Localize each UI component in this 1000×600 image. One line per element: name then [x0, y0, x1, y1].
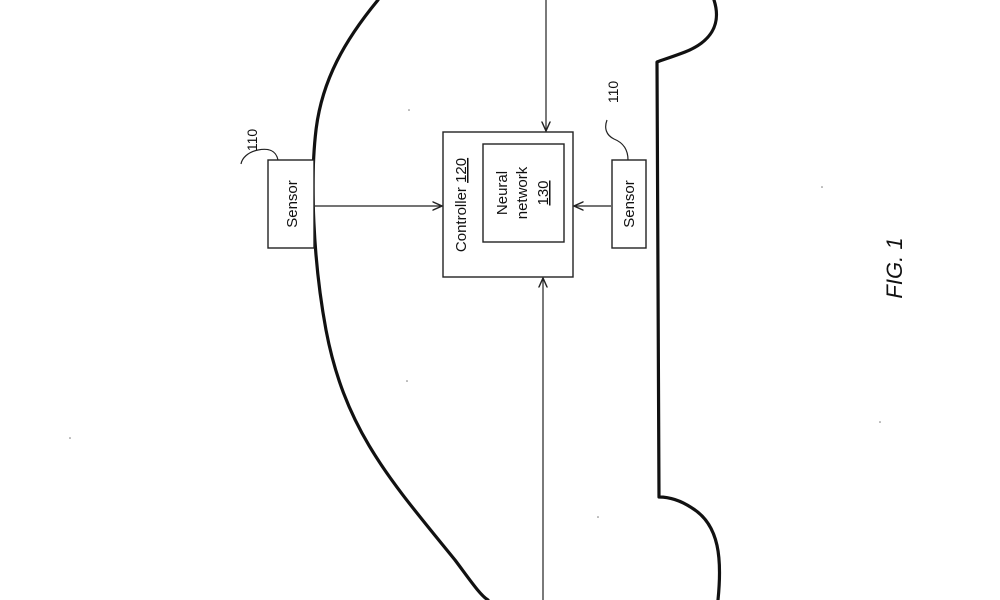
controller-label: Controller 120: [453, 158, 470, 252]
sensor-right-ref: 110: [605, 81, 621, 104]
sensor-right-leader: [606, 120, 628, 160]
sensor-right: Sensor 110: [605, 81, 646, 248]
sensor-left-ref: 110: [244, 129, 260, 152]
neural-network-line2: network: [514, 166, 531, 219]
vehicle-body-outline: [313, 0, 488, 600]
sensor-right-label: Sensor: [621, 180, 638, 228]
vehicle-rear-outline: [657, 0, 720, 600]
controller-ref: 120: [453, 158, 470, 183]
sensor-left-label: Sensor: [284, 180, 301, 228]
figure-caption: FIG. 1: [882, 237, 907, 298]
controller: Controller 120 Neural network 130: [443, 132, 573, 277]
controller-label-text: Controller: [453, 187, 470, 252]
sensor-left: Sensor 110: [241, 129, 314, 248]
neural-network-ref: 130: [535, 180, 552, 205]
neural-network-line1: Neural: [494, 171, 511, 215]
